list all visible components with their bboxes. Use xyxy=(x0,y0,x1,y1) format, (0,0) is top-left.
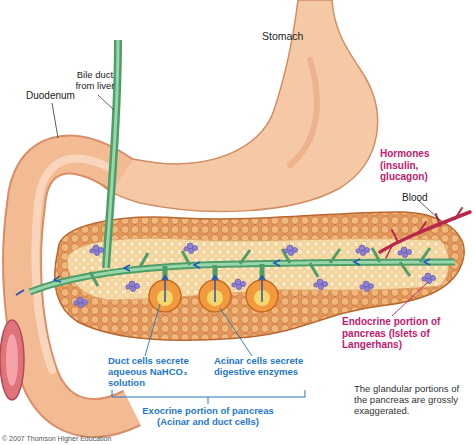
endocrine-label: Endocrine portion of pancreas (Islets of… xyxy=(342,316,466,351)
duodenum-lumen xyxy=(6,334,18,386)
exocrine-leaders xyxy=(145,304,252,356)
endocrine-leader xyxy=(392,282,428,316)
duodenum-cut-end xyxy=(0,320,24,400)
exocrine-label: Exocrine portion of pancreas (Acinar and… xyxy=(128,406,288,428)
hormone-label: Hormones (insulin, glucagon) xyxy=(380,148,444,183)
blood-vessel xyxy=(380,208,470,258)
cell-label: Duct cells secrete aqueous NaHCO₃ soluti… xyxy=(108,356,198,389)
acinar-units xyxy=(149,264,278,312)
pancreatic-duct xyxy=(30,262,455,292)
note-text: The glandular portions of the pancreas a… xyxy=(354,384,472,417)
stomach-shading xyxy=(290,60,317,165)
copyright-notice: © 2007 Thomson Higher Education xyxy=(2,435,202,443)
stomach-shape xyxy=(93,0,378,211)
cell-label: Acinar cells secrete digestive enzymes xyxy=(214,356,306,378)
part-label: Bile duct from liver xyxy=(70,70,120,92)
pancreatic-duct-lumen xyxy=(30,262,455,292)
organ-label: Duodenum xyxy=(26,90,96,102)
part-label: Blood xyxy=(402,192,452,204)
organ-label: Stomach xyxy=(262,30,332,42)
exocrine-bracket xyxy=(112,390,305,404)
